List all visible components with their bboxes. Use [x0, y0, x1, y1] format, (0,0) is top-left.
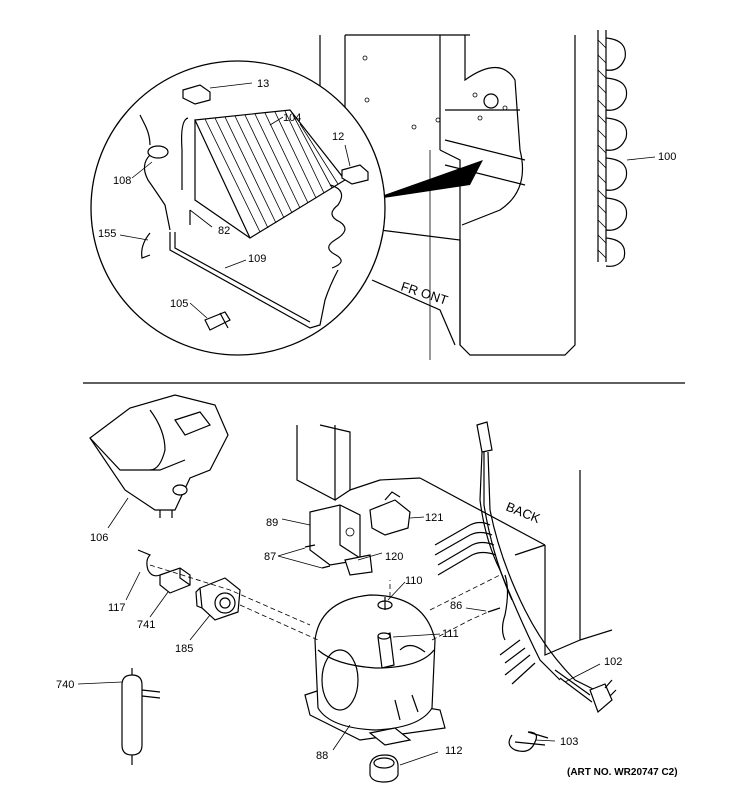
part-102-power-cord: [499, 639, 617, 714]
label-82: 82: [218, 225, 230, 237]
part-105-fitting: [204, 311, 231, 331]
label-109: 109: [248, 253, 266, 265]
part-89-120-bracket: [309, 504, 373, 576]
label-104: 104: [283, 112, 301, 124]
label-13: 13: [257, 78, 269, 90]
part-112-grommet: [369, 754, 399, 783]
label-155: 155: [98, 228, 116, 240]
label-89: 89: [266, 517, 278, 529]
label-88: 88: [316, 750, 328, 762]
label-120: 120: [385, 551, 403, 563]
label-108: 108: [113, 175, 131, 187]
machine-compartment: [296, 424, 613, 656]
wiring-harness: [476, 421, 596, 691]
label-12: 12: [332, 131, 344, 143]
part-86-screw: [487, 607, 501, 613]
condenser-coil: [597, 30, 628, 267]
evaporator: [181, 109, 346, 269]
part-155-clip: [141, 232, 151, 259]
back-annotation: BACK: [504, 499, 543, 526]
label-106: 106: [90, 532, 108, 544]
label-111: 111: [442, 628, 459, 640]
label-105: 105: [170, 298, 188, 310]
label-112: 112: [445, 745, 463, 757]
part-741-overload: [159, 567, 191, 594]
part-109-heater: [169, 232, 339, 329]
label-110: 110: [405, 575, 423, 587]
part-185-start-device: [195, 577, 241, 621]
magnify-pointer: [370, 160, 483, 200]
part-87-screw-a: [304, 544, 316, 548]
part-87-screw-b: [321, 565, 331, 569]
label-185: 185: [175, 643, 193, 655]
art-number: (ART NO. WR20747 C2): [567, 767, 678, 778]
part-103-clip: [508, 731, 549, 752]
part-740-drier: [121, 668, 161, 765]
label-117: 117: [108, 602, 126, 614]
label-100: 100: [658, 151, 676, 163]
part-106-housing: [89, 394, 229, 518]
label-740: 740: [56, 679, 74, 691]
label-121: 121: [425, 512, 443, 524]
label-741: 741: [137, 619, 155, 631]
label-86: 86: [450, 600, 462, 612]
part-88-compressor: [304, 594, 446, 746]
label-102: 102: [604, 656, 622, 668]
label-103: 103: [560, 736, 578, 748]
label-87: 87: [264, 551, 276, 563]
part-108-sensor: [139, 114, 171, 231]
part-13-clip: [182, 84, 211, 105]
part-121-relay: [369, 491, 411, 536]
part-12-block: [341, 164, 369, 185]
part-117-clip: [137, 549, 161, 577]
